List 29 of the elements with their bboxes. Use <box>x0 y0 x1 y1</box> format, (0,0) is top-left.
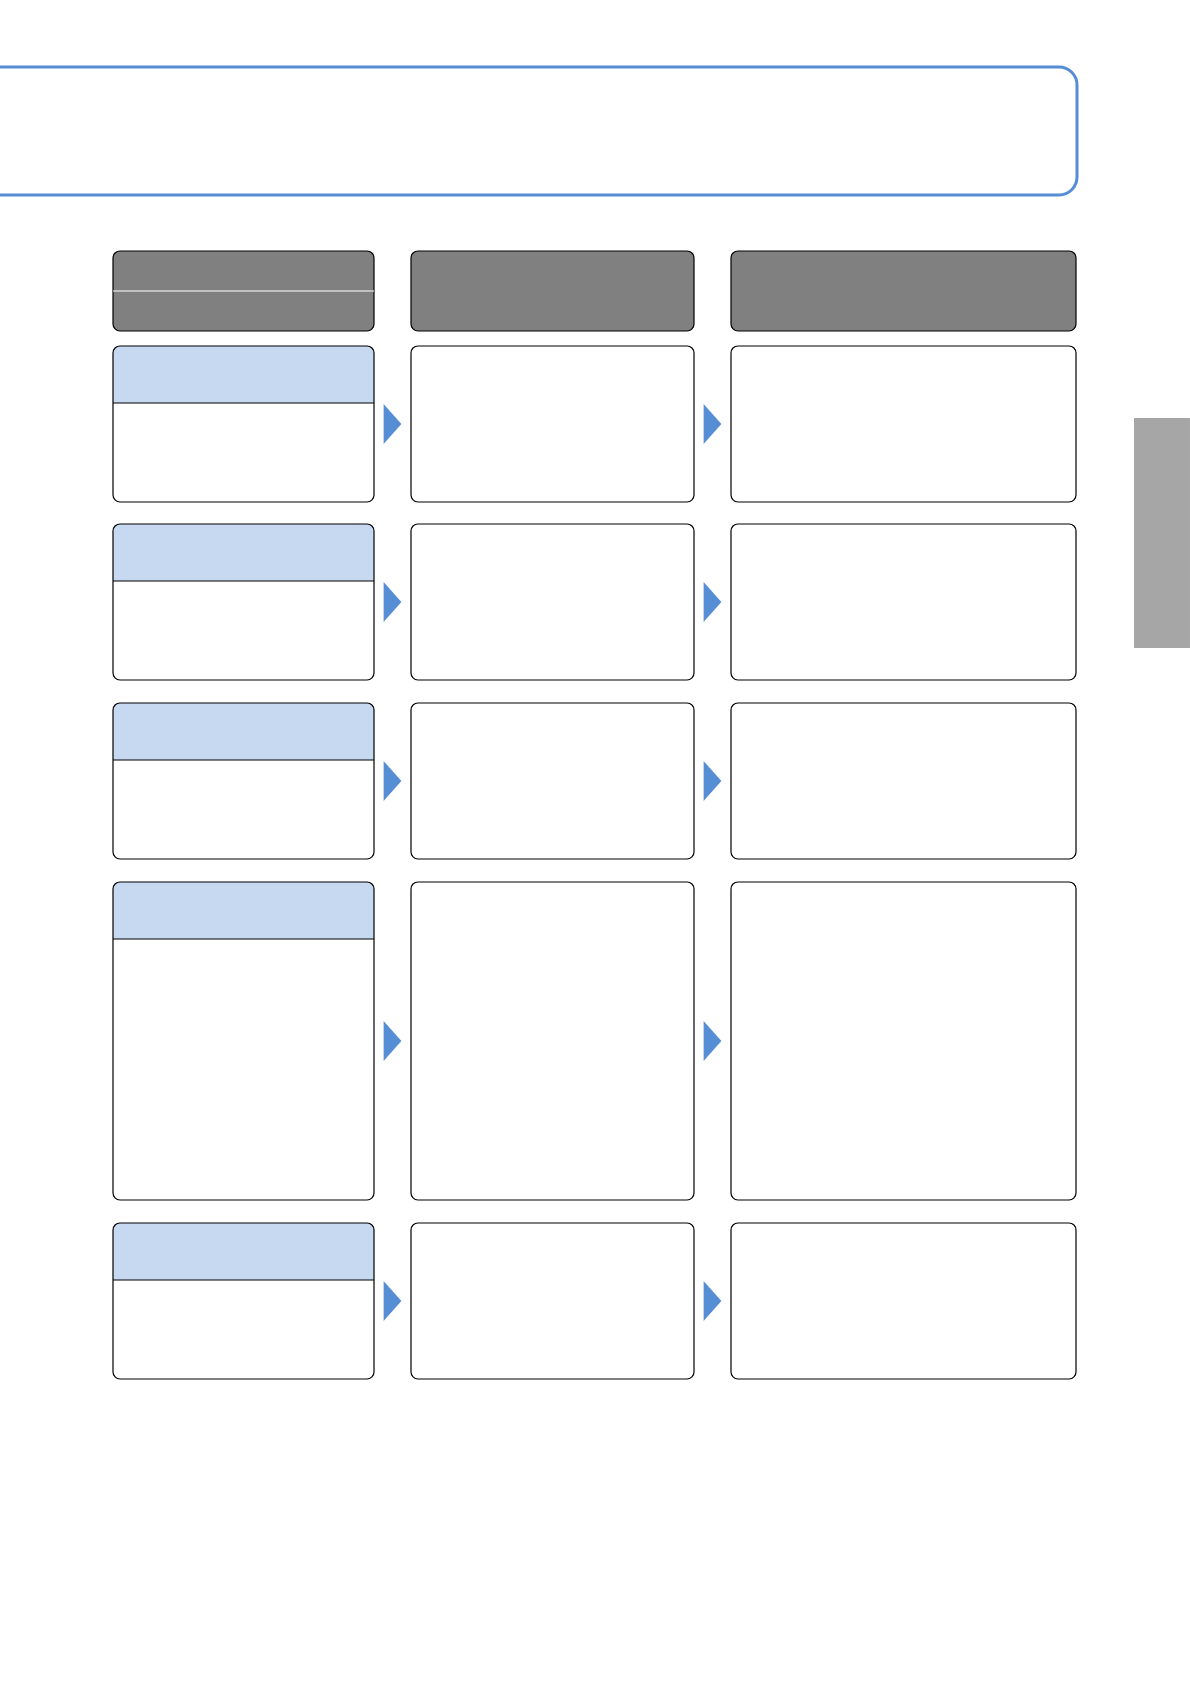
step-box <box>112 881 375 1201</box>
step-box <box>112 1222 375 1380</box>
column-header <box>410 250 695 332</box>
step-box <box>112 345 375 503</box>
result-box <box>410 1222 695 1380</box>
result-box <box>730 881 1077 1201</box>
arrow <box>383 404 402 444</box>
side-tab <box>1134 418 1190 648</box>
arrow <box>703 1021 722 1061</box>
arrow <box>703 582 722 622</box>
arrow <box>703 1281 722 1321</box>
arrow <box>383 1281 402 1321</box>
column-header <box>730 250 1077 332</box>
result-box <box>730 523 1077 681</box>
arrow <box>383 582 402 622</box>
arrow <box>383 1021 402 1061</box>
arrow <box>703 761 722 801</box>
step-box <box>112 523 375 681</box>
result-box <box>410 523 695 681</box>
arrow <box>383 761 402 801</box>
result-box <box>410 702 695 860</box>
result-box <box>410 345 695 503</box>
step-box <box>112 702 375 860</box>
result-box <box>730 345 1077 503</box>
result-box <box>730 702 1077 860</box>
arrow <box>703 404 722 444</box>
result-box <box>410 881 695 1201</box>
column-header <box>112 250 375 332</box>
result-box <box>730 1222 1077 1380</box>
